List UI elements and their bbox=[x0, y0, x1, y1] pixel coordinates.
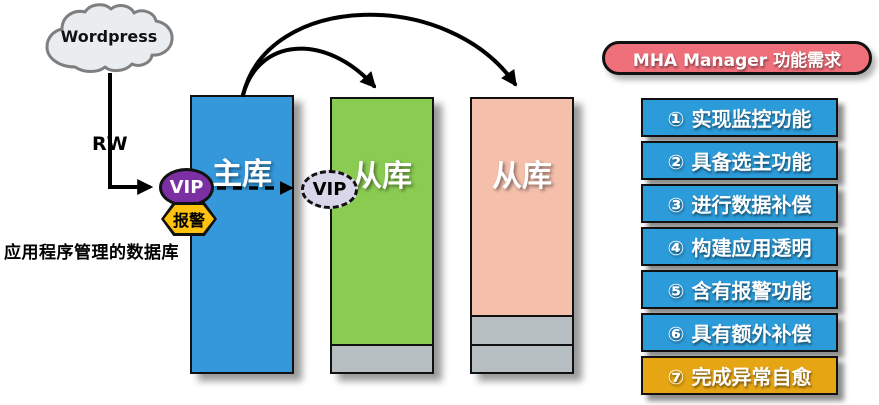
db-bar-slave2: 从库 bbox=[470, 97, 574, 374]
diagram-caption: 应用程序管理的数据库 bbox=[4, 243, 179, 263]
rw-label: RW bbox=[88, 133, 132, 155]
slave2-lag-segment-1 bbox=[472, 315, 572, 344]
cloud-icon bbox=[45, 3, 174, 73]
vip-primary-ellipse: VIP bbox=[159, 168, 214, 207]
alarm-hexagon: 报警 bbox=[161, 202, 217, 236]
alarm-label: 报警 bbox=[172, 211, 205, 230]
cloud-label: Wordpress bbox=[60, 27, 158, 46]
wordpress-cloud: Wordpress bbox=[40, 1, 178, 77]
db-bar-slave2-label: 从库 bbox=[492, 159, 552, 194]
db-bar-slave1-label: 从库 bbox=[352, 159, 412, 194]
alarm-hexagon-fill: 报警 bbox=[164, 205, 214, 233]
vip-standby-ellipse: VIP bbox=[301, 170, 358, 209]
slave1-lag-segment bbox=[332, 344, 432, 372]
mha-panel-title-label: MHA Manager 功能需求 bbox=[632, 50, 842, 71]
mha-panel-title: MHA Manager 功能需求 bbox=[602, 41, 872, 75]
db-bar-master-label: 主库 bbox=[212, 157, 272, 192]
vip-standby-label: VIP bbox=[312, 179, 347, 200]
rw-connector-arrow bbox=[108, 73, 154, 195]
feature-item-1: ① 实现监控功能 bbox=[641, 98, 838, 137]
feature-item-7: ⑦ 完成异常自愈 bbox=[641, 356, 838, 395]
feature-item-4: ④ 构建应用透明 bbox=[641, 227, 838, 266]
db-bar-slave1: 从库 bbox=[330, 97, 434, 374]
feature-item-5: ⑤ 含有报警功能 bbox=[641, 270, 838, 309]
feature-item-2: ② 具备选主功能 bbox=[641, 141, 838, 180]
feature-item-6: ⑥ 具有额外补偿 bbox=[641, 313, 838, 352]
replication-arrow-to-slave1 bbox=[241, 46, 377, 97]
mha-feature-list: ① 实现监控功能 ② 具备选主功能 ③ 进行数据补偿 ④ 构建应用透明 ⑤ 含有… bbox=[641, 98, 838, 399]
vip-primary-label: VIP bbox=[169, 177, 204, 198]
slave2-lag-segment-2 bbox=[472, 344, 572, 372]
replication-arrow-to-slave2 bbox=[241, 12, 517, 97]
feature-item-3: ③ 进行数据补偿 bbox=[641, 184, 838, 223]
